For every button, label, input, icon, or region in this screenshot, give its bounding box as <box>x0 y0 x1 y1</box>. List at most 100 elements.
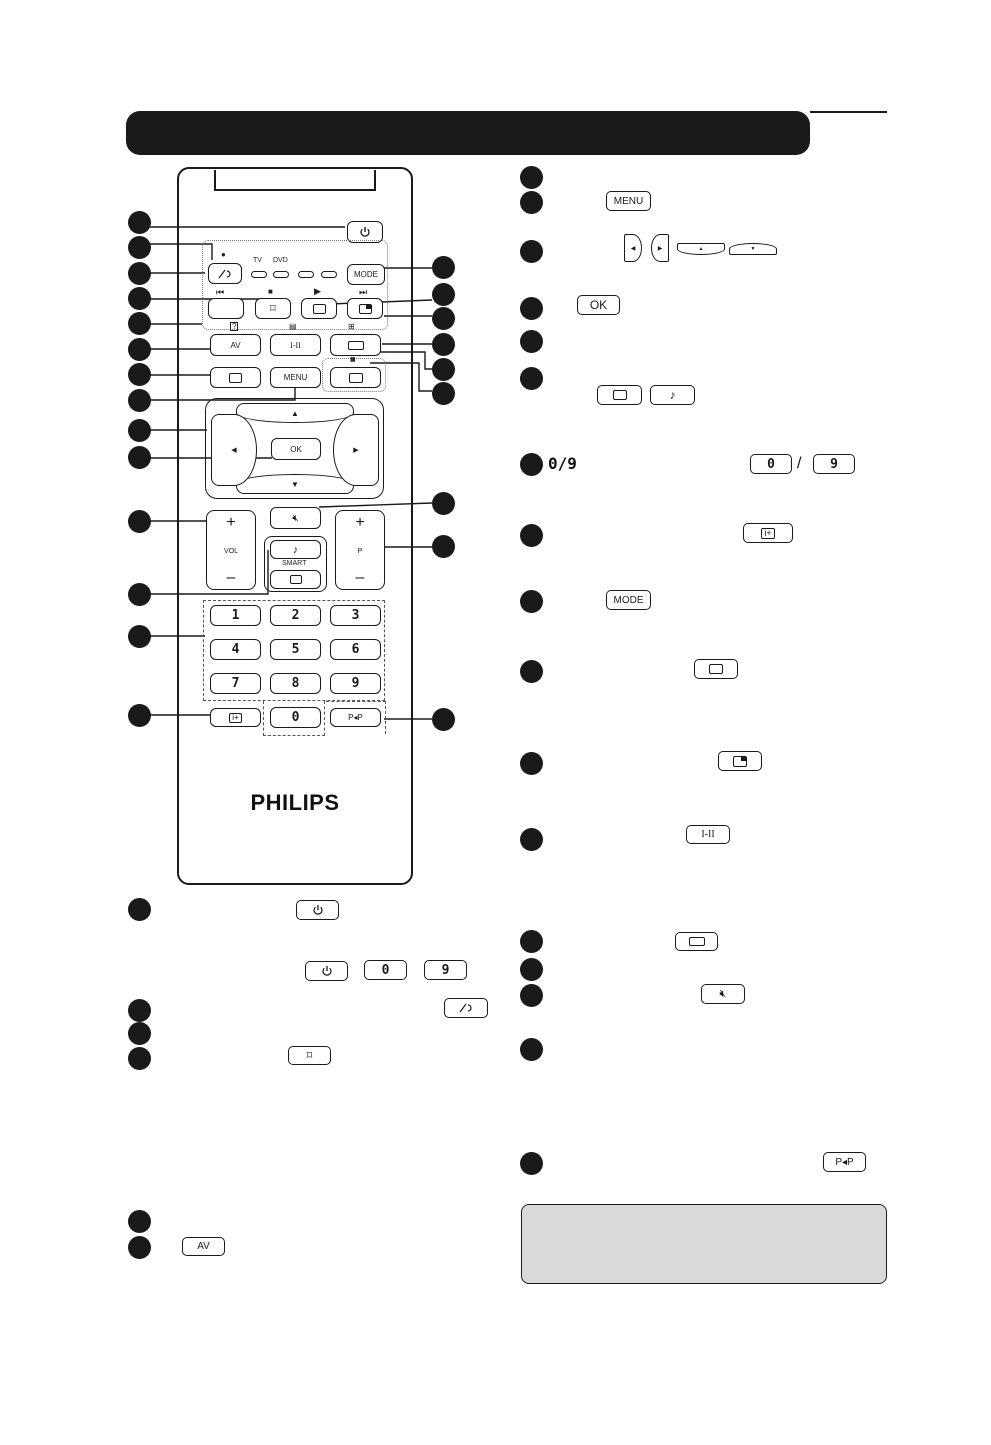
callout-dot <box>128 287 151 310</box>
legend-pip-mode-button <box>718 751 762 771</box>
zoom-label: ⊞ <box>348 322 355 331</box>
volume-rocker[interactable]: + VOL – <box>206 510 256 590</box>
legend-left-button: ◀ <box>624 234 642 262</box>
legend-up-button: ▲ <box>677 243 725 255</box>
callout-dot <box>432 382 455 405</box>
digit-9-button[interactable]: 9 <box>330 673 381 694</box>
mode-button[interactable]: MODE <box>347 264 385 285</box>
format-button[interactable] <box>330 334 381 356</box>
smart-picture-button-2[interactable] <box>270 570 321 589</box>
tv-label: TV <box>253 257 262 264</box>
cursor-left-button[interactable]: ◀ <box>211 414 257 486</box>
teletext-button[interactable] <box>301 298 337 319</box>
teletext-group <box>322 358 386 392</box>
menu-button[interactable]: MENU <box>270 367 321 388</box>
power-icon <box>360 227 370 237</box>
pip-mode-button[interactable] <box>347 298 383 319</box>
cursor-down-button[interactable]: ▼ <box>236 474 354 494</box>
legend-picture-button <box>597 385 642 405</box>
callout-dot <box>432 358 455 381</box>
dual-button[interactable]: I-II <box>270 334 321 356</box>
timer-icon <box>218 269 231 278</box>
av-button[interactable]: AV <box>210 334 261 356</box>
info-icon: i+ <box>761 527 775 539</box>
digit-7-button[interactable]: 7 <box>210 673 261 694</box>
split-label: ▤ <box>289 322 297 331</box>
ok-button[interactable]: OK <box>271 438 321 460</box>
callout-dot <box>432 333 455 356</box>
digit-0-group <box>263 701 325 736</box>
dvd-label: DVD <box>273 257 288 264</box>
info-label: ? <box>230 322 239 331</box>
callout-dot <box>520 453 543 476</box>
callout-dot <box>520 930 543 953</box>
teletext-icon <box>312 303 326 314</box>
vol-label: VOL <box>223 547 238 555</box>
callout-dot <box>128 312 151 335</box>
list-icon <box>348 372 363 383</box>
next-label: ⏭ <box>359 287 368 297</box>
section-header-bar <box>126 111 810 155</box>
standby-button[interactable] <box>347 221 383 243</box>
mute-icon: 🔇︎ <box>719 987 727 1000</box>
legend-pip-button: P◂P <box>823 1152 866 1172</box>
note-box <box>521 1204 887 1284</box>
record-dot: ● <box>221 250 226 259</box>
digit-1-button[interactable]: 1 <box>210 605 261 626</box>
callout-dot <box>520 958 543 981</box>
legend-zero-button: 0 <box>750 454 792 474</box>
prev-label: ⏮ <box>216 287 225 297</box>
digit-3-button[interactable]: 3 <box>330 605 381 626</box>
pip-icon <box>733 755 747 767</box>
callout-dot <box>128 419 151 442</box>
minus-icon: – <box>226 569 236 586</box>
callout-dot <box>128 898 151 921</box>
callout-dot <box>520 590 543 613</box>
callout-dot <box>432 708 455 731</box>
smart-sound-button[interactable]: ♪ <box>270 540 321 559</box>
callout-dot <box>128 1236 151 1259</box>
smart-picture-button[interactable]: ⌑ <box>255 298 291 319</box>
callout-dot <box>520 984 543 1007</box>
legend-sound-button: ♪ <box>650 385 695 405</box>
pause-label: ▮▮ <box>350 357 356 363</box>
callout-dot <box>128 1022 151 1045</box>
digit-0-button[interactable]: 0 <box>270 707 321 728</box>
info-button[interactable]: i+ <box>210 708 261 727</box>
picture-icon <box>612 390 627 400</box>
stop-label: ■ <box>268 287 273 296</box>
callout-dot <box>128 446 151 469</box>
legend-nine-button-2: 9 <box>424 960 467 980</box>
cursor-right-button[interactable]: ▶ <box>333 414 379 486</box>
timer-button[interactable] <box>208 263 242 284</box>
colour-button-1[interactable] <box>208 298 244 319</box>
legend-menu-button: MENU <box>606 191 651 211</box>
pip-button[interactable]: P◂P <box>330 708 381 727</box>
digit-8-button[interactable]: 8 <box>270 673 321 694</box>
legend-av-button: AV <box>182 1237 225 1256</box>
digit-4-button[interactable]: 4 <box>210 639 261 660</box>
callout-dot <box>128 510 151 533</box>
callout-dot <box>520 752 543 775</box>
callout-dot <box>128 704 151 727</box>
mute-icon: 🔇︎ <box>292 512 299 524</box>
callout-dot <box>520 367 543 390</box>
cursor-up-button[interactable]: ▲ <box>236 403 354 423</box>
callout-dot <box>128 583 151 606</box>
mute-button[interactable]: 🔇︎ <box>270 507 321 529</box>
callout-dot <box>128 625 151 648</box>
format-icon <box>688 937 705 946</box>
programme-rocker[interactable]: + P – <box>335 510 385 590</box>
callout-dot <box>128 262 151 285</box>
callout-dot <box>432 283 455 306</box>
legend-teletext-button <box>694 659 738 679</box>
p-label: P <box>357 547 363 555</box>
callout-dot <box>432 307 455 330</box>
digit-2-button[interactable]: 2 <box>270 605 321 626</box>
digit-5-button[interactable]: 5 <box>270 639 321 660</box>
teletext-index-button[interactable] <box>330 367 381 388</box>
legend-slash: / <box>797 455 802 472</box>
smart-button[interactable] <box>210 367 261 388</box>
digit-6-button[interactable]: 6 <box>330 639 381 660</box>
